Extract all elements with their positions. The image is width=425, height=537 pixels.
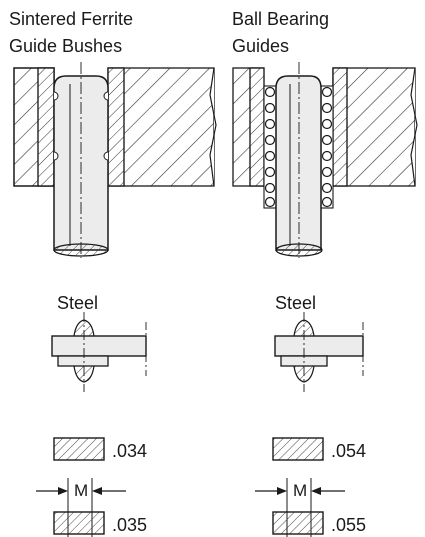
left-bottom-plate-value: .035 xyxy=(112,515,148,535)
left-material-label: Steel xyxy=(57,293,99,313)
left-dimension-label: M xyxy=(74,481,89,500)
left-steel-detail xyxy=(51,312,147,392)
left-plate-034 xyxy=(53,437,105,461)
right-title-line1: Ball Bearing xyxy=(232,9,330,29)
right-plate-055 xyxy=(272,511,324,535)
right-plate-054 xyxy=(272,437,324,461)
right-small-plate-value: .054 xyxy=(331,441,367,461)
left-guide-bush-assembly xyxy=(13,62,217,258)
left-small-plate-value: .034 xyxy=(112,441,148,461)
left-bush-wall-right xyxy=(107,67,125,187)
right-shaft xyxy=(275,75,322,251)
left-bush-wall-left xyxy=(37,67,55,187)
right-bottom-plate-value: .055 xyxy=(331,515,367,535)
right-title-line2: Guides xyxy=(232,36,290,56)
left-plate-035 xyxy=(53,511,105,535)
right-steel-detail xyxy=(274,312,364,392)
right-ball-bearing-assembly xyxy=(232,62,418,258)
right-material-label: Steel xyxy=(275,293,317,313)
left-title-line1: Sintered Ferrite xyxy=(9,9,134,29)
right-dimension-label: M xyxy=(293,481,308,500)
left-title-line2: Guide Bushes xyxy=(9,36,123,56)
